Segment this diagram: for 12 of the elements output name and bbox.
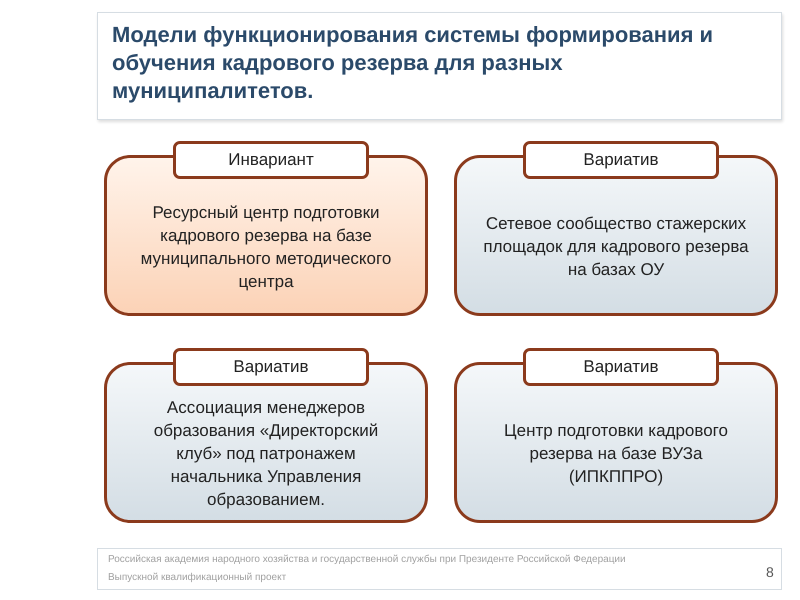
- card-text: Сетевое сообщество стажерских площадок для кадрового резерва на базах ОУ: [483, 213, 749, 281]
- card-tab: Вариатив: [523, 348, 719, 386]
- footer-text: Выпускной квалификационный проект: [108, 572, 286, 583]
- slide-title: Модели функционирования системы формирования и обучения кадрового резерва для разных муниципалитетов.: [97, 12, 782, 120]
- card-tab: Инвариант: [173, 141, 369, 179]
- card-tab: Вариатив: [173, 348, 369, 386]
- card-tab: Вариатив: [523, 141, 719, 179]
- footer-text: Российская академия народного хозяйства и государственной службы при Президенте Российской Федерации: [108, 554, 626, 565]
- card-text: Ассоциация менеджеров образования «Директорский клуб» под патронажем начальника Управления образованием.: [152, 397, 380, 511]
- page-number: 8: [766, 564, 774, 580]
- card-text: Центр подготовки кадрового резерва на базе ВУЗа (ИПКППРО): [503, 420, 729, 488]
- card-text: Ресурсный центр подготовки кадрового резерва на базе муниципального методического центра: [140, 202, 392, 292]
